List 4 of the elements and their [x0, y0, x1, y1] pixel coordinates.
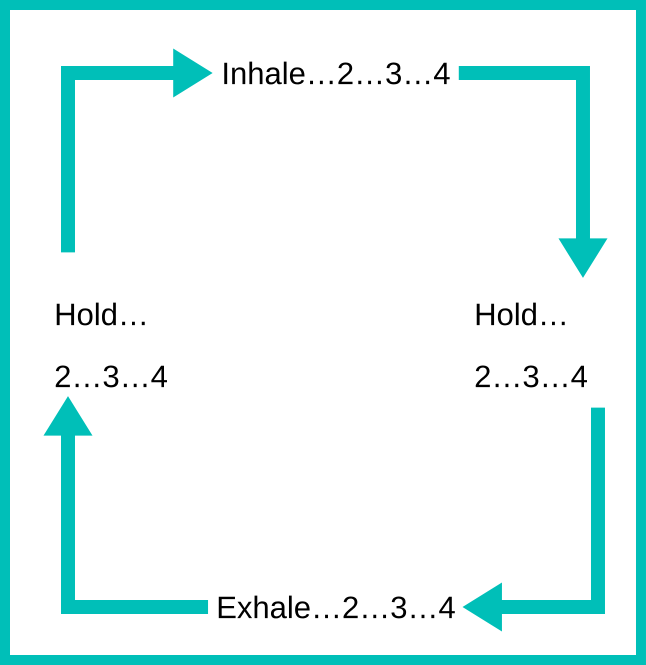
- step-text: Hold… 2…3…4: [56, 302, 167, 388]
- step-text: Exhale…2…3…4: [218, 596, 455, 618]
- step-text: Hold… 2…3…4: [476, 302, 587, 388]
- step-text: Inhale…2…3…4: [224, 62, 450, 84]
